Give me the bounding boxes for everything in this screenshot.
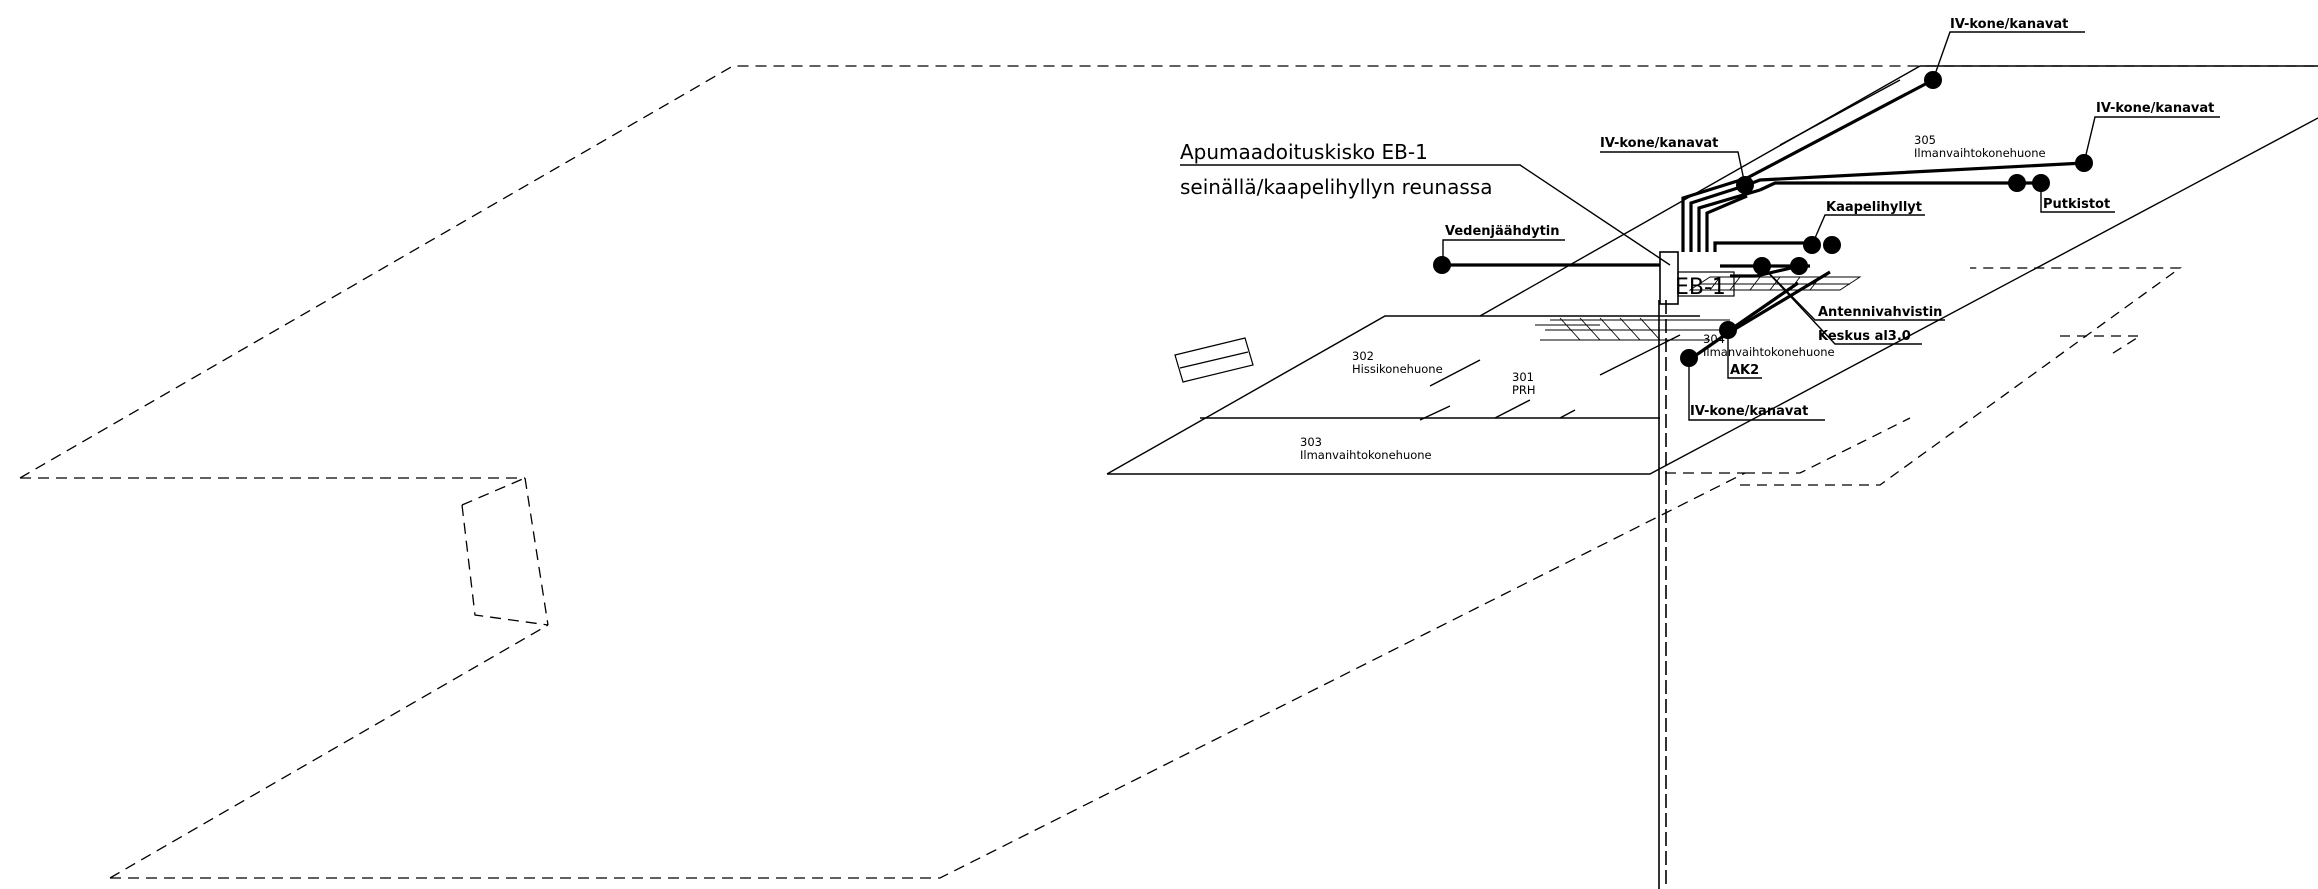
eb1-busbar: EB-1 — [1659, 251, 1735, 305]
lower-floor-outline — [19, 65, 2318, 879]
tag-iv-top: IV-kone/kanavat — [1950, 17, 2068, 32]
lower-floor-right — [1740, 267, 2183, 486]
room-305: 305 Ilmanvaihtokonehuone — [1914, 133, 2046, 160]
tag-kaapelihyllyt: Kaapelihyllyt — [1826, 200, 1922, 215]
tag-keskus: Keskus al3.0 — [1818, 329, 1911, 344]
tag-putkistot: Putkistot — [2043, 197, 2110, 212]
room-301: 301 PRH — [1512, 370, 1536, 397]
equipment-outline — [1174, 337, 1254, 383]
tag-vedenjaahdytin: Vedenjäähdytin — [1445, 224, 1560, 239]
room-name: Ilmanvaihtokonehuone — [1300, 448, 1432, 462]
tag-iv-mid: IV-kone/kanavat — [1600, 136, 1718, 151]
room-name: Ilmanvaihtokonehuone — [1703, 345, 1835, 359]
cable-tray-grid — [1535, 276, 1862, 341]
room-number: 301 — [1512, 370, 1534, 384]
room-number: 303 — [1300, 435, 1322, 449]
eb1-label: EB-1 — [1675, 275, 1726, 300]
tag-iv-bottom: IV-kone/kanavat — [1690, 404, 1808, 419]
room-302: 302 Hissikonehuone — [1352, 349, 1443, 376]
title-line2: seinällä/kaapelihyllyn reunassa — [1180, 175, 1492, 199]
upper-floor-slab — [1106, 65, 2318, 475]
grounding-conductors — [1443, 78, 2085, 362]
leader-lines — [1180, 31, 2220, 421]
title-line1: Apumaadoituskisko EB-1 — [1180, 140, 1428, 164]
tag-antennivahvistin: Antennivahvistin — [1818, 305, 1942, 320]
room-number: 302 — [1352, 349, 1374, 363]
tag-ak2: AK2 — [1730, 363, 1759, 378]
room-number: 304 — [1703, 332, 1725, 346]
room-304: 304 Ilmanvaihtokonehuone — [1703, 332, 1835, 359]
room-name: PRH — [1512, 383, 1536, 397]
vertical-riser — [1658, 300, 1667, 889]
room-name: Hissikonehuone — [1352, 362, 1443, 376]
room-303: 303 Ilmanvaihtokonehuone — [1300, 435, 1432, 462]
room-number: 305 — [1914, 133, 1936, 147]
connection-points — [1433, 71, 2093, 367]
room-name: Ilmanvaihtokonehuone — [1914, 146, 2046, 160]
tag-iv-right: IV-kone/kanavat — [2096, 101, 2214, 116]
